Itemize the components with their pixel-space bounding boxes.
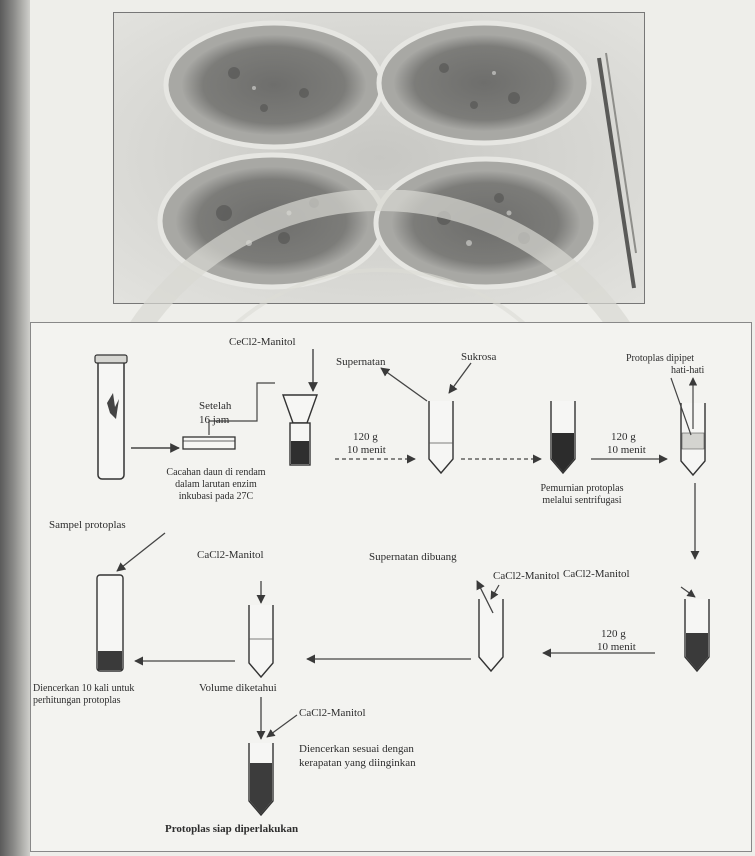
label-cacl2-manitol-right: CaCl2-Manitol [563, 568, 630, 581]
label-protoplas-dipipet-1: Protoplas dipipet [626, 353, 694, 365]
final-protoplast-tube [249, 743, 273, 815]
label-spin3-time: 10 menit [597, 641, 636, 654]
label-spin2-time: 10 menit [607, 444, 646, 457]
pellet-tube-right [685, 599, 709, 671]
protoplast-isolation-diagram: CeCl2-Manitol Setelah 16 jam Cacahan dau… [30, 322, 752, 852]
label-cacl2-manitol-bottom: CaCl2-Manitol [299, 707, 366, 720]
label-setelah-time: 16 jam [199, 414, 229, 427]
label-sampel-protoplas: Sampel protoplas [49, 519, 126, 532]
label-spin3-g: 120 g [601, 628, 626, 641]
label-cacahan-2: dalam larutan enzim [141, 479, 291, 491]
label-cacl2-manitol-left: CaCl2-Manitol [197, 549, 264, 562]
label-cacahan-3: inkubasi pada 27C [141, 491, 291, 503]
label-cacahan-1: Cacahan daun di rendam [141, 467, 291, 479]
label-volume-diketahui: Volume diketahui [199, 682, 277, 695]
leaf-tube [95, 355, 127, 479]
label-sukrosa: Sukrosa [461, 351, 496, 364]
label-pemurnian-2: melalui sentrifugasi [517, 495, 647, 507]
label-pemurnian-1: Pemurnian protoplas [517, 483, 647, 495]
label-diencerkan-sesuai-1: Diencerkan sesuai dengan [299, 743, 414, 756]
label-spin1-time: 10 menit [347, 444, 386, 457]
petri-dish-bottom-left [160, 155, 384, 287]
scan-edge [0, 0, 30, 856]
label-diencerkan-sesuai-2: kerapatan yang diinginkan [299, 757, 416, 770]
label-cacl2-manitol-top: CeCl2-Manitol [229, 336, 296, 349]
incubation-dish [183, 437, 235, 449]
label-diencerkan-2: perhitungan protoplas [33, 695, 120, 707]
label-protoplas-dipipet-2: hati-hati [671, 365, 704, 377]
petri-dish-bottom-right [376, 159, 596, 287]
petri-dish-top-right [379, 23, 589, 143]
label-spin1-g: 120 g [353, 431, 378, 444]
volume-tube [249, 605, 273, 677]
sample-tube [97, 575, 123, 671]
sucrose-tube [429, 401, 453, 473]
label-diencerkan-1: Diencerkan 10 kali untuk [33, 683, 134, 695]
label-protoplas-siap: Protoplas siap diperlakukan [165, 823, 298, 836]
filter-funnel [283, 395, 317, 465]
label-setelah: Setelah [199, 400, 231, 413]
centrifuge-tube-dark [551, 401, 575, 473]
label-supernatan-dibuang: Supernatan dibuang [369, 551, 457, 564]
label-cacl2-manitol-mid: CaCl2-Manitol [493, 570, 560, 583]
petri-dish-top-left [166, 23, 382, 147]
label-spin2-g: 120 g [611, 431, 636, 444]
petri-dish-photo [113, 12, 645, 304]
label-supernatan: Supernatan [336, 356, 385, 369]
